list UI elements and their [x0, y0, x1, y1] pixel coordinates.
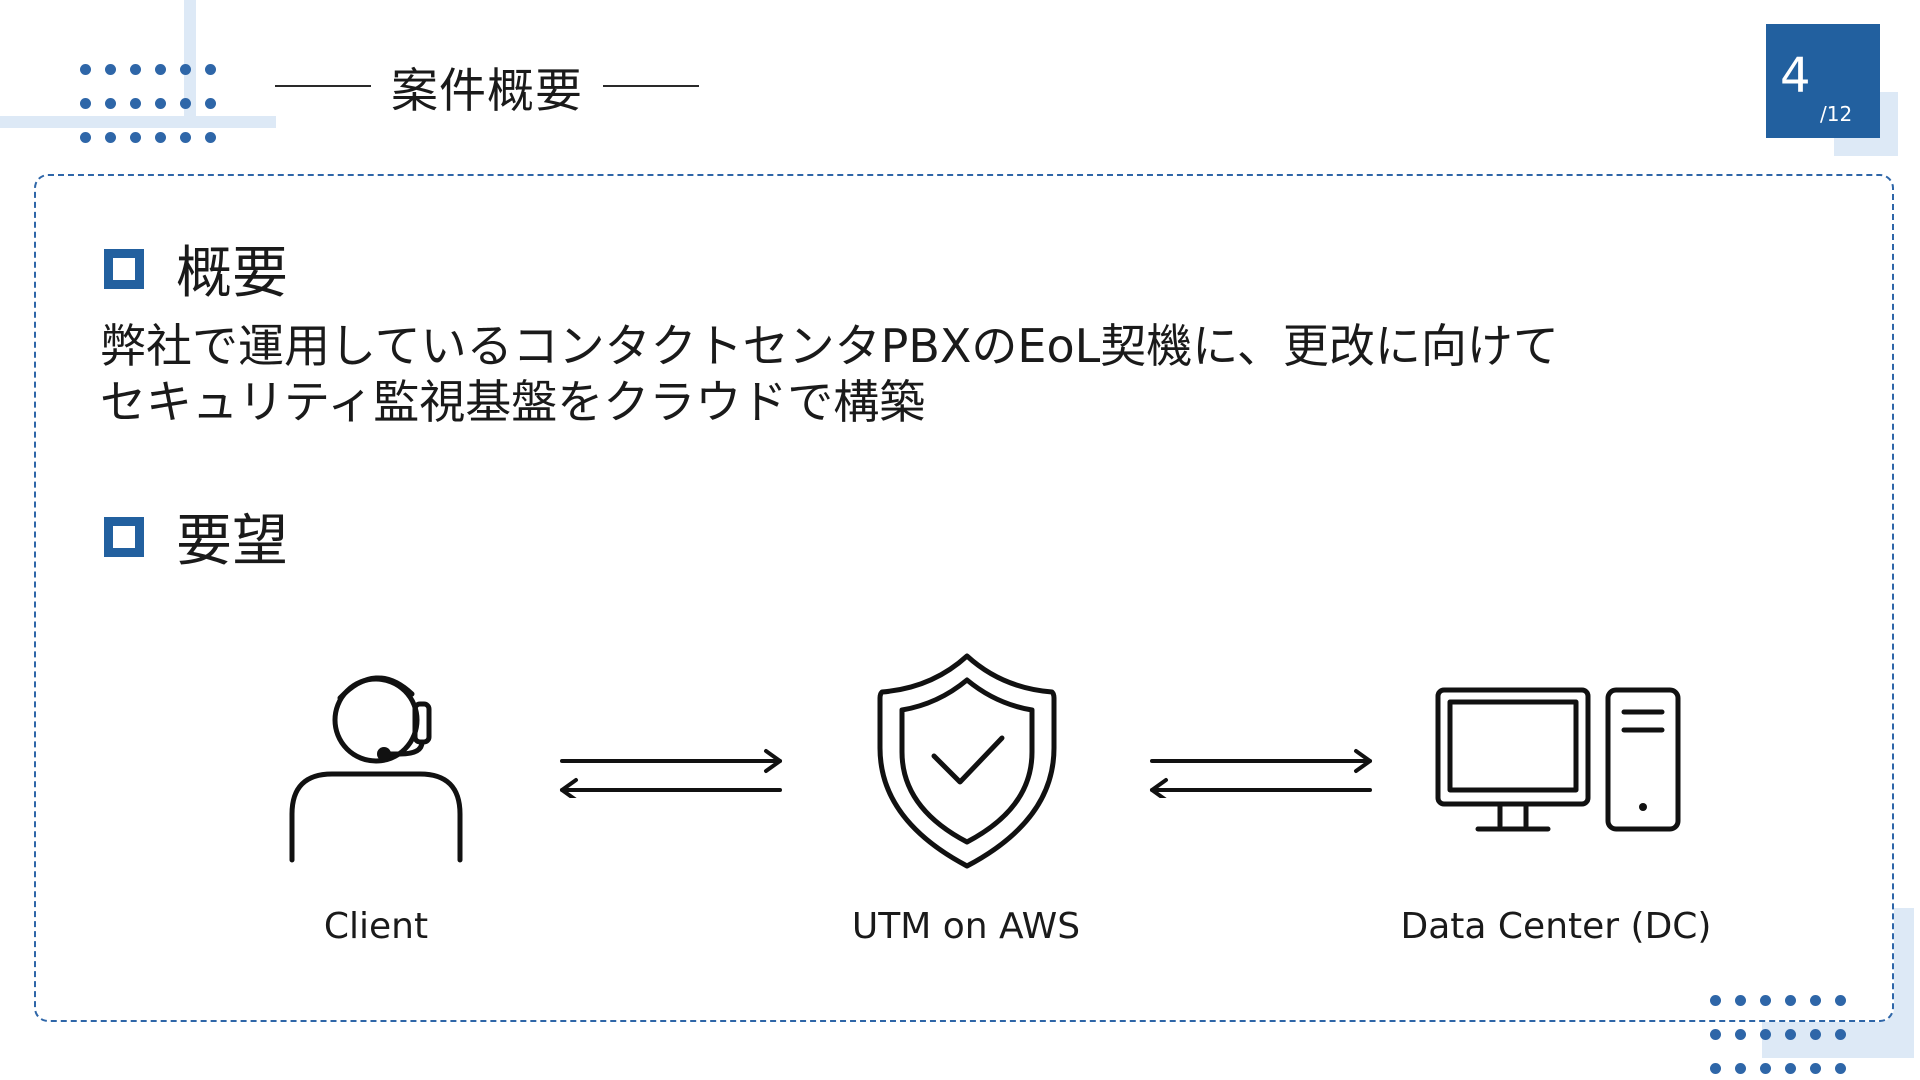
overview-line: 弊社で運用しているコンタクトセンタPBXのEoL契機に、更改に向けて — [100, 319, 1559, 373]
section-heading-text: 要望 — [176, 509, 288, 574]
client-node — [288, 664, 464, 864]
datacenter-node — [1434, 686, 1682, 834]
content-frame — [34, 174, 1894, 1022]
utm-label: UTM on AWS — [851, 906, 1081, 947]
square-bullet-icon — [104, 248, 144, 289]
shield-check-icon — [877, 653, 1057, 869]
square-bullet-icon — [104, 516, 144, 557]
title-rule-left — [275, 85, 371, 87]
client-label: Client — [323, 906, 429, 947]
utm-node — [874, 652, 1060, 870]
headset-operator-icon — [289, 675, 463, 863]
overview-body: 弊社で運用しているコンタクトセンタPBXのEoL契機に、更改に向けて セキュリテ… — [100, 318, 1700, 430]
slide-title-text: 案件概要 — [391, 63, 583, 119]
desktop-computer-icon — [1435, 687, 1681, 832]
page-number-box: 4 /12 — [1766, 24, 1880, 138]
page-number: 4 — [1780, 48, 1811, 104]
datacenter-label: Data Center (DC) — [1400, 906, 1712, 947]
page-total: /12 — [1820, 102, 1853, 126]
dot-pattern — [80, 64, 216, 143]
section-heading-overview: 概要 — [104, 228, 288, 309]
dot-pattern — [1710, 995, 1846, 1074]
section-heading-requirements: 要望 — [104, 496, 288, 577]
title-rule-right — [603, 85, 699, 87]
bidirectional-arrows-icon — [1150, 749, 1372, 798]
slide-title: 案件概要 — [275, 56, 699, 119]
decorative-bar — [184, 0, 196, 122]
decorative-bar — [0, 116, 276, 128]
section-heading-text: 概要 — [176, 241, 288, 306]
bidirectional-arrows-icon — [560, 749, 782, 798]
overview-line: セキュリティ監視基盤をクラウドで構築 — [100, 375, 926, 429]
